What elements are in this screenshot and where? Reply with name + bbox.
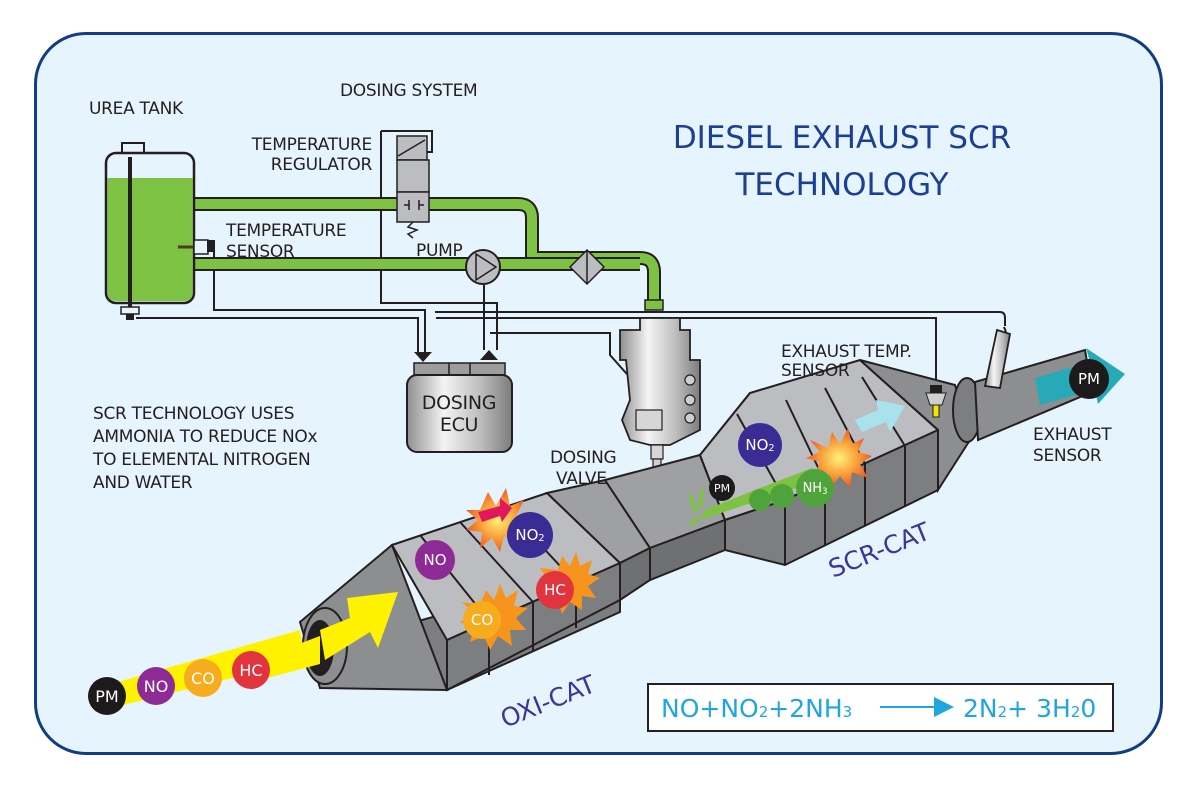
exhaust-sensor-probe [983,326,1012,390]
molecule-pm: PM [88,677,126,715]
molecule-no2-oxi-label: NO2 [515,526,544,544]
molecule-pm-circle [88,677,126,715]
molecule-nh3-scr-label: NH3 [803,481,828,497]
molecule-pm-outlet-circle [1069,359,1109,399]
title-line-1: DIESEL EXHAUST SCR [673,120,1011,156]
wire-exhaust-sensor [435,311,1006,326]
molecule-nh3-scr-circle [796,469,834,507]
molecule-co-label: CO [191,669,215,688]
molecule-pm-label: PM [95,687,118,706]
label-exhaust-sensor-1: EXHAUST [1033,425,1112,445]
molecule-no: NO [137,667,175,705]
inlet-molecules: PM NO CO HC [88,651,270,715]
molecule-hc-label: HC [239,661,262,680]
molecule-co-oxi: CO [463,601,501,639]
control-wiring [136,130,1006,401]
molecule-hc-oxi: HC [536,571,574,609]
temperature-regulator-valve [396,135,430,239]
label-dosing-ecu-2: ECU [440,414,478,436]
molecule-co-oxi-label: CO [471,611,493,629]
description-line-4: AND WATER [93,473,193,493]
molecule-pm-scr: PM [709,475,735,501]
wire-exhaust-temp [436,317,937,390]
molecule-no2-scr-circle [738,423,782,467]
label-oxi-cat: OXI-CAT [496,669,600,733]
label-exhaust-temp-1: EXHAUST TEMP. [781,342,912,362]
molecule-no-oxi-circle [415,540,455,580]
molecule-hc-oxi-circle [536,571,574,609]
title: DIESEL EXHAUST SCR TECHNOLOGY [673,120,1011,203]
filter [568,248,606,286]
molecule-no-circle [137,667,175,705]
wire-temp-sensor [213,250,426,352]
pump [465,249,501,285]
oxi-cat [298,453,727,692]
label-dosing-ecu-1: DOSING [422,392,496,414]
molecule-co-oxi-circle [463,601,501,639]
label-temp-sensor-1: TEMPERATURE [225,221,346,241]
equation-reactants: NO+NO2+2NH3 [661,694,852,723]
nh3-spray [688,468,820,527]
label-exhaust-sensor-2: SENSOR [1033,446,1102,466]
molecule-pm-scr-circle [709,475,735,501]
molecule-pm-outlet: PM [1069,359,1109,399]
label-pump: PUMP [416,241,462,261]
description-line-2: AMMONIA TO REDUCE NOx [93,427,317,447]
molecule-no2-scr: NO2 [738,423,782,467]
molecule-hc-oxi-label: HC [544,581,566,599]
molecule-hc-circle [232,651,270,689]
label-temp-sensor-2: SENSOR [226,242,295,262]
wire-regulator [380,131,498,350]
molecule-hc: HC [232,651,270,689]
molecule-co: CO [184,659,222,697]
label-urea-tank: UREA TANK [89,99,184,119]
description-line-3: TO ELEMENTAL NITROGEN [92,450,310,470]
gas-flow-arrow [320,592,398,660]
urea-tank [104,142,215,320]
label-dosing-system: DOSING SYSTEM [340,81,477,101]
description: SCR TECHNOLOGY USES AMMONIA TO REDUCE NO… [92,404,318,493]
label-temp-regulator-2: REGULATOR [271,155,373,175]
wire-level-sensor [136,317,419,352]
molecule-no2-scr-label: NO2 [745,436,774,454]
molecule-no-label: NO [144,677,169,696]
molecule-pm-scr-label: PM [714,482,730,495]
label-dosing-valve-2: VALVE [556,469,607,489]
molecule-no2-oxi: NO2 [507,512,553,558]
urea-lines [192,197,661,310]
dosing-ecu [406,350,513,453]
molecule-pm-outlet-label: PM [1078,370,1100,388]
exhaust-temp-sensor [925,385,947,418]
molecule-no2-oxi-circle [507,512,553,558]
outlet-molecule: PM [1069,359,1109,399]
title-line-2: TECHNOLOGY [734,167,948,203]
description-line-1: SCR TECHNOLOGY USES [93,404,294,424]
label-dosing-valve-1: DOSING [550,448,616,468]
reaction-equation: NO+NO2+2NH3 2N2+ 3H20 [647,683,1114,732]
no-to-no2-arrow [478,498,512,522]
label-temp-regulator-1: TEMPERATURE [251,135,372,155]
scr-flow-arrow [855,400,905,432]
molecule-no-oxi: NO [415,540,455,580]
molecule-nh3-scr: NH3 [796,469,834,507]
equation-products: 2N2+ 3H20 [963,694,1096,723]
molecule-no-oxi-label: NO [423,551,446,569]
label-exhaust-temp-2: SENSOR [781,361,850,381]
molecule-co-circle [184,659,222,697]
